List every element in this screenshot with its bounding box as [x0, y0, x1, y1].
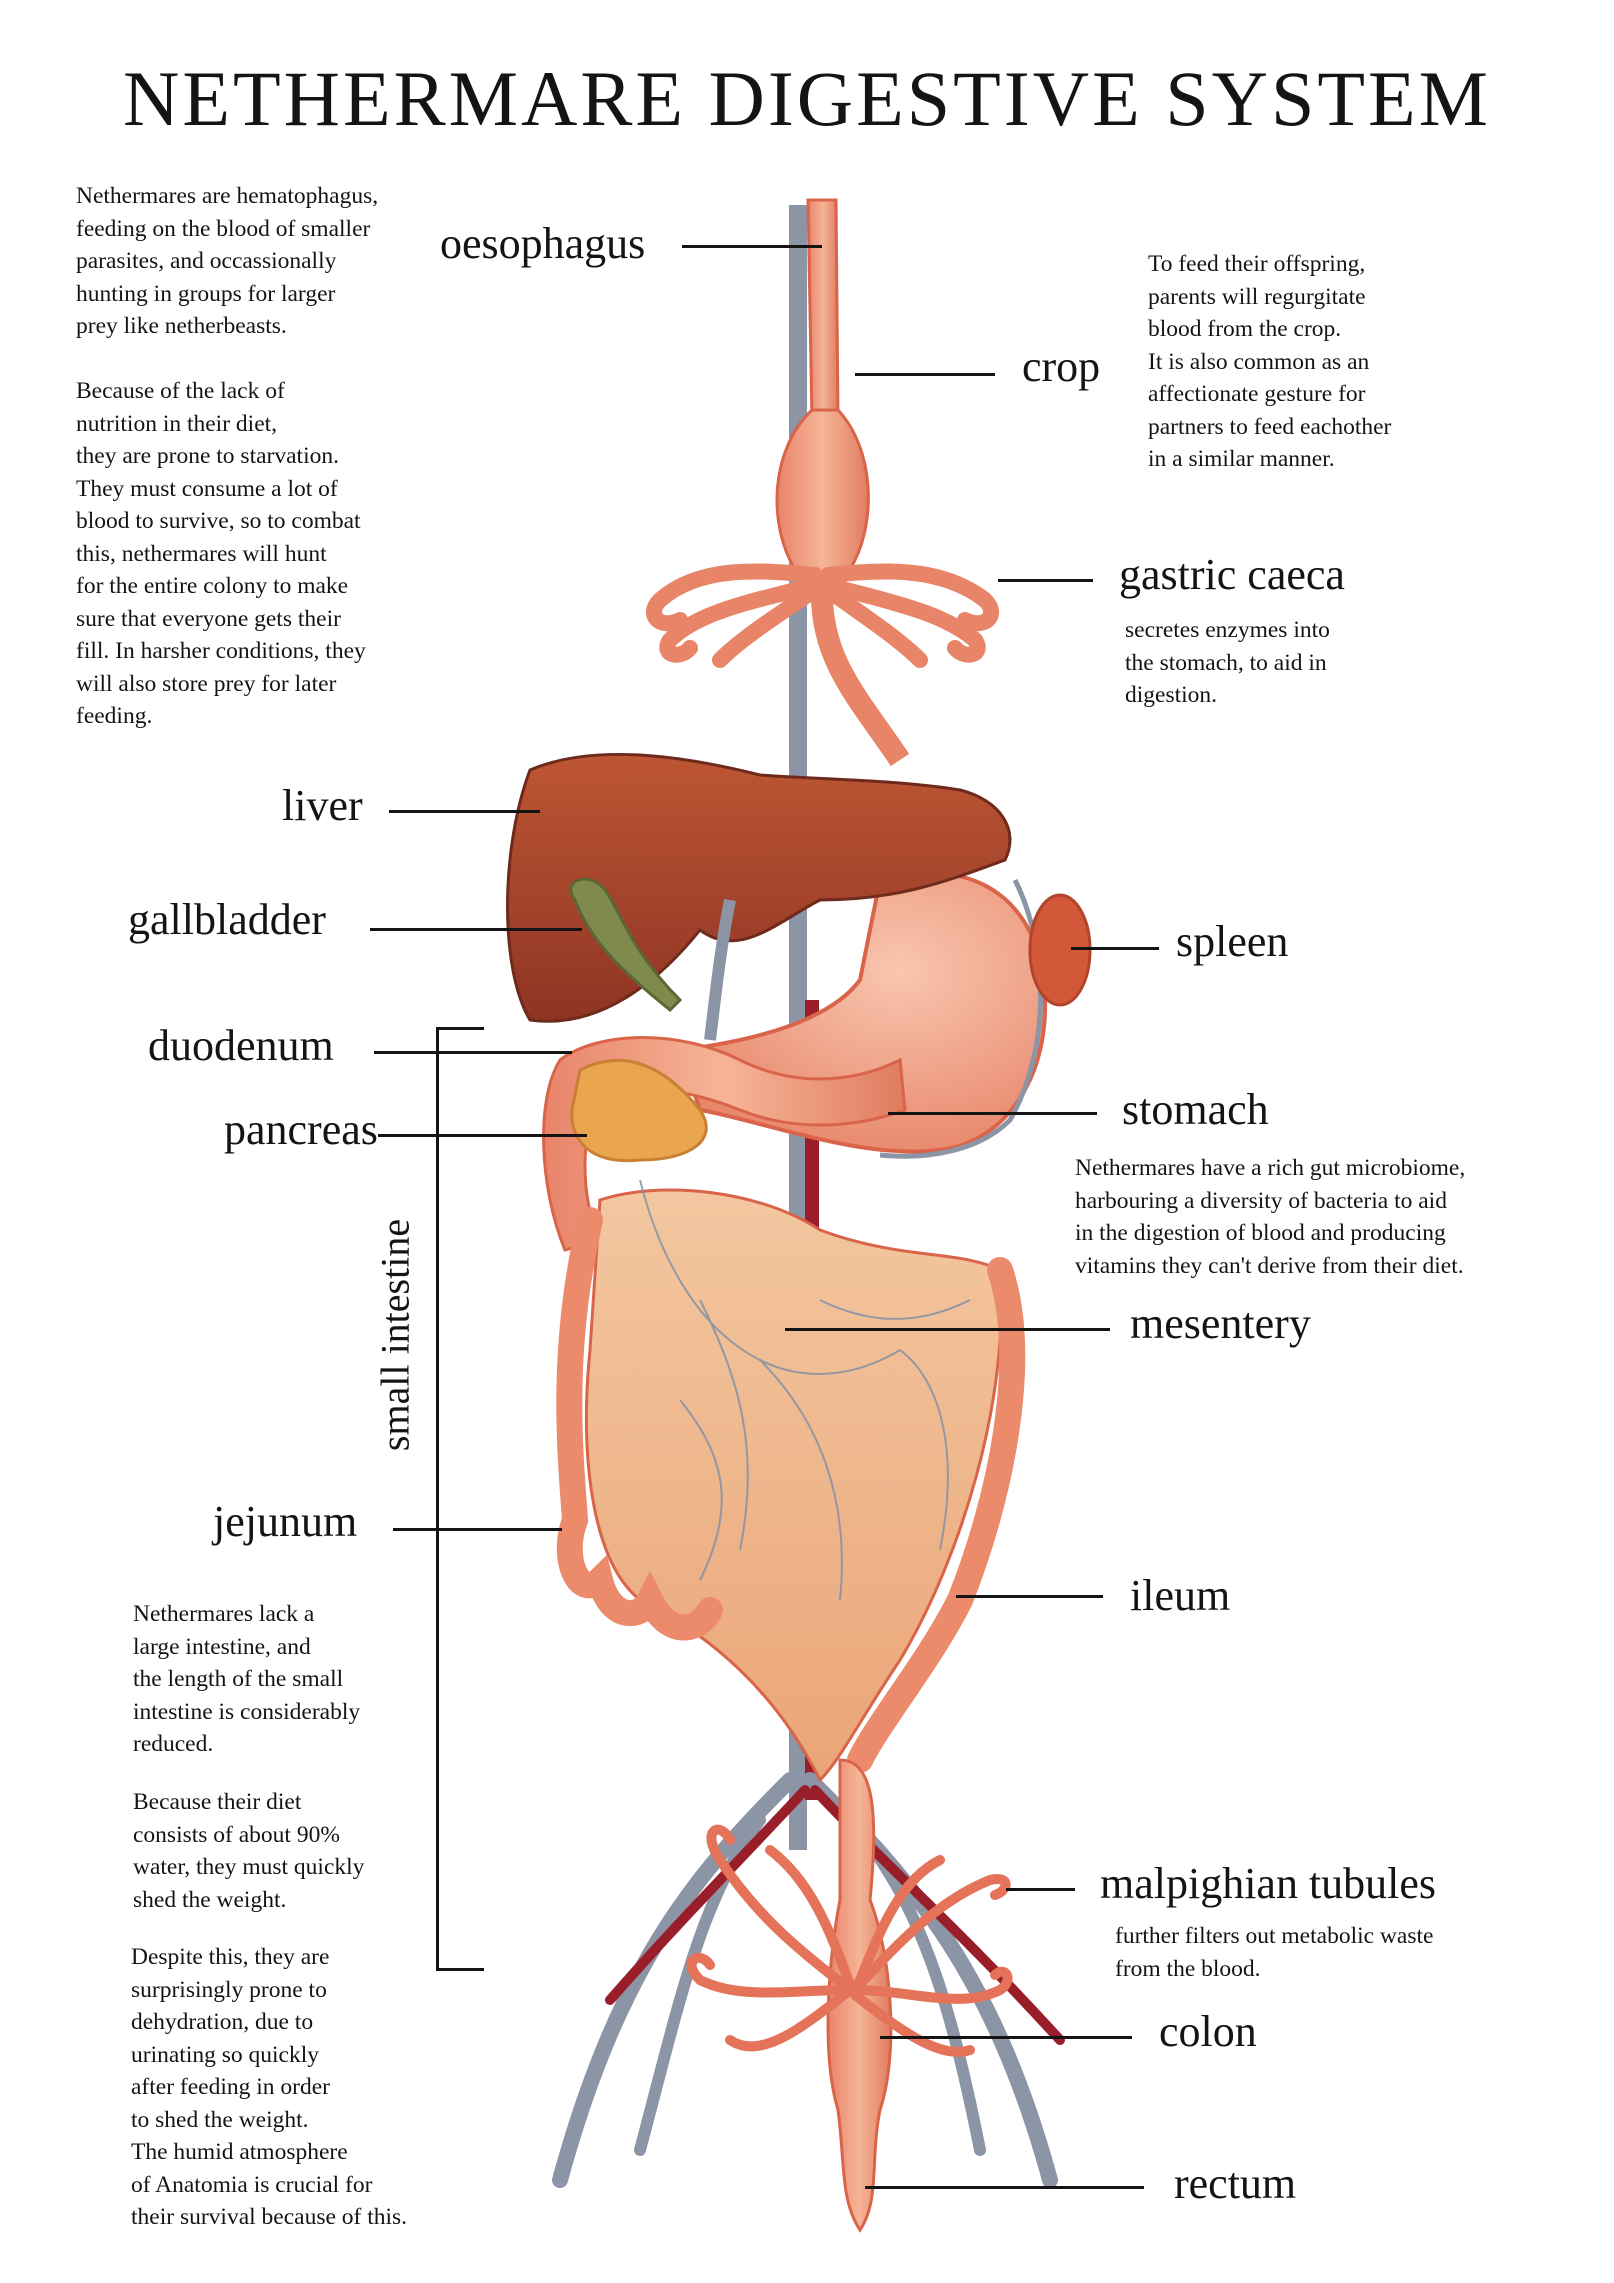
portal-vein [704, 898, 736, 1041]
malpighian-tubules-shape [686, 1824, 1013, 2057]
label-colon: colon [1159, 2007, 1257, 2056]
intestine-note-2: Because their diet consists of about 90%… [133, 1789, 365, 1913]
label-gastric-caeca: gastric caeca [1119, 550, 1345, 599]
mesentery-vessels [639, 1179, 971, 1601]
malpighian-tubules-note: further filters out metabolic waste from… [1115, 1923, 1434, 1982]
crop-note: To feed their offspring, parents will re… [1148, 251, 1392, 472]
leader-rectum [865, 2186, 1144, 2189]
leader-pancreas [378, 1134, 587, 1137]
leader-crop [855, 373, 995, 376]
leader-oesophagus [682, 245, 822, 248]
label-gallbladder: gallbladder [128, 895, 326, 944]
bracket-bottom [436, 1968, 484, 1971]
label-spleen: spleen [1176, 917, 1289, 966]
leader-ileum [956, 1595, 1103, 1598]
label-ileum: ileum [1130, 1571, 1231, 1620]
label-oesophagus: oesophagus [440, 219, 646, 268]
stomach-note: Nethermares have a rich gut microbiome, … [1075, 1155, 1466, 1279]
mesentery-shape [585, 1188, 1003, 1783]
oesophagus-shape [806, 198, 840, 422]
label-stomach: stomach [1122, 1085, 1269, 1134]
duodenum-shape [542, 1036, 907, 1252]
leader-gallbladder [370, 928, 582, 931]
intro-note: Nethermares are hematophagus, feeding on… [76, 183, 379, 729]
lower-vessels [552, 1772, 1065, 2188]
ileum-shape [847, 1257, 1026, 1773]
label-jejunum: jejunum [213, 1497, 358, 1546]
leader-jejunum [393, 1528, 562, 1531]
leader-duodenum [374, 1051, 572, 1054]
leader-spleen [1071, 947, 1159, 950]
label-liver: liver [282, 781, 363, 830]
label-small-intestine: small intestine [372, 1218, 418, 1452]
intestine-note-3: Despite this, they are surprisingly pron… [131, 1944, 408, 2230]
label-duodenum: duodenum [148, 1021, 334, 1070]
spleen-shape [1028, 893, 1092, 1007]
bracket-top [436, 1027, 484, 1030]
page-title: NETHERMARE DIGESTIVE SYSTEM [123, 55, 1491, 142]
caeca-to-stomach-tube [810, 589, 910, 767]
leader-mesentery [785, 1328, 1110, 1331]
gastric-caeca-note: secretes enzymes into the stomach, to ai… [1125, 617, 1330, 708]
leader-stomach [888, 1112, 1097, 1115]
pancreas-shape [570, 1058, 708, 1163]
leader-malpighian-tubules [1006, 1888, 1075, 1891]
label-crop: crop [1022, 342, 1101, 391]
intestine-note-1: Nethermares lack a large intestine, and … [133, 1601, 361, 1757]
leader-liver [389, 810, 540, 813]
label-rectum: rectum [1174, 2159, 1297, 2208]
label-pancreas: pancreas [224, 1105, 378, 1154]
gallbladder-shape [569, 877, 683, 1013]
jejunum-shape [556, 1207, 723, 1641]
gastric-caeca-shape [646, 563, 999, 668]
small-intestine-bracket [436, 1027, 439, 1970]
leader-colon [880, 2036, 1132, 2039]
leader-gastric-caeca [998, 579, 1093, 582]
label-malpighian-tubules: malpighian tubules [1100, 1859, 1437, 1908]
label-mesentery: mesentery [1130, 1299, 1311, 1348]
